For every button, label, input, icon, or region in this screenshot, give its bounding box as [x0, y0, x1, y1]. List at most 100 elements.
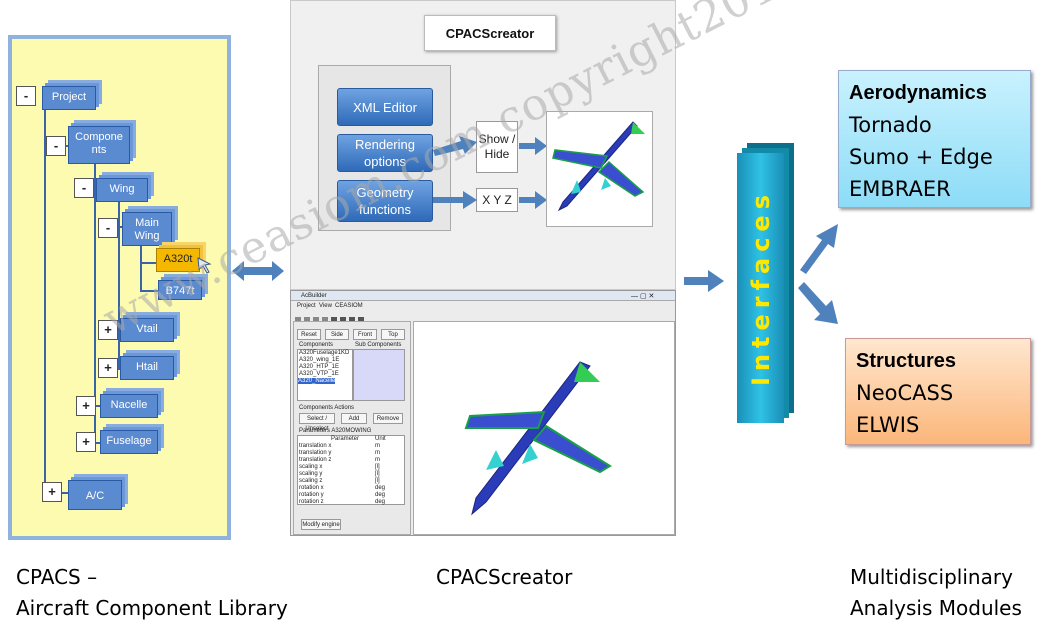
struct-item-elwis: ELWIS	[856, 413, 920, 437]
table-row: m	[375, 457, 380, 463]
fuselage-expand-toggle[interactable]: +	[76, 432, 96, 452]
tree-node-main-wing[interactable]: Main Wing	[122, 212, 172, 246]
caption-left-line1: CPACS –	[16, 565, 98, 589]
table-row: translation x	[299, 443, 332, 449]
table-row: rotation y	[299, 492, 324, 498]
list-item[interactable]: A320_VTP_1E	[299, 371, 339, 377]
select-unselect-button[interactable]: Select / Unselect	[299, 413, 335, 432]
aerodynamics-heading: Aerodynamics	[849, 82, 987, 104]
tree-line	[140, 290, 160, 292]
arrow-down-right-icon	[796, 282, 842, 328]
mouse-cursor-icon	[196, 256, 214, 274]
tree-line	[94, 160, 96, 445]
xml-editor-button[interactable]: XML Editor	[337, 88, 433, 126]
window-title: AcBuilder	[301, 293, 327, 299]
aircraft-render-icon	[552, 121, 645, 212]
menu-ceasiom[interactable]: CEASIOM	[335, 303, 363, 309]
aero-item-tornado: Tornado	[849, 113, 932, 137]
remove-button[interactable]: Remove	[373, 413, 403, 424]
components-collapse-toggle[interactable]: -	[46, 136, 66, 156]
interfaces-label-wrap: Interfaces	[737, 153, 784, 423]
sub-components-label: Sub Components	[355, 342, 402, 348]
arrow-right-icon	[519, 190, 547, 210]
htail-expand-toggle[interactable]: +	[98, 358, 118, 378]
geometry-functions-button[interactable]: Geometry functions	[337, 180, 433, 222]
structures-box: Structures NeoCASS ELWIS	[845, 338, 1031, 445]
xyz-box: X Y Z	[476, 188, 518, 212]
interfaces-bar	[737, 153, 784, 423]
table-row: scaling y	[299, 471, 323, 477]
add-button[interactable]: Add	[341, 413, 367, 424]
cpacscreator-title: CPACScreator	[424, 15, 556, 51]
caption-right: Multidisciplinary Analysis Modules	[850, 562, 1022, 624]
project-collapse-toggle[interactable]: -	[16, 86, 36, 106]
caption-left: CPACS – Aircraft Component Library	[16, 562, 288, 624]
show-hide-box: Show / Hide	[476, 121, 518, 173]
tree-node-ac[interactable]: A/C	[68, 480, 122, 510]
ac-expand-toggle[interactable]: +	[42, 482, 62, 502]
tree-node-htail[interactable]: Htail	[120, 356, 174, 380]
tree-node-wing[interactable]: Wing	[96, 178, 148, 202]
aircraft-3d-render-icon	[464, 361, 612, 516]
components-list[interactable]	[297, 349, 353, 401]
tree-node-b747t[interactable]: B747t	[158, 280, 202, 300]
tree-line	[140, 240, 142, 290]
vtail-expand-toggle[interactable]: +	[98, 320, 118, 340]
list-item[interactable]: A320_HTP_1E	[299, 364, 340, 370]
view-front-button[interactable]: Front	[353, 329, 377, 340]
table-row: rotation z	[299, 499, 324, 505]
interfaces-label: Interfaces	[746, 189, 775, 387]
caption-center: CPACScreator	[436, 565, 573, 589]
toolbar-icons[interactable]	[295, 311, 365, 323]
arrow-right-icon	[684, 270, 724, 292]
sub-components-list[interactable]	[353, 349, 405, 401]
structures-heading: Structures	[856, 350, 957, 372]
nacelle-expand-toggle[interactable]: +	[76, 396, 96, 416]
param-header-unit: Unit	[375, 436, 386, 442]
table-row: translation z	[299, 457, 332, 463]
rendering-options-button[interactable]: Rendering options	[337, 134, 433, 172]
tree-node-fuselage[interactable]: Fuselage	[100, 430, 158, 454]
view-top-button[interactable]: Top	[381, 329, 405, 340]
caption-right-line2: Analysis Modules	[850, 596, 1022, 620]
tree-node-a320t-selected[interactable]: A320t	[156, 248, 200, 272]
main-wing-collapse-toggle[interactable]: -	[98, 218, 118, 238]
menu-view[interactable]: View	[319, 303, 332, 309]
list-item-selected[interactable]: A320_Nacelle	[298, 378, 336, 384]
table-row: m	[375, 450, 380, 456]
tree-node-components[interactable]: Compone nts	[68, 126, 130, 164]
arrow-right-icon	[519, 136, 547, 156]
aero-item-embraer: EMBRAER	[849, 177, 951, 201]
window-controls-icon[interactable]: — ▢ ✕	[631, 293, 655, 300]
bidirectional-arrow-icon	[232, 260, 284, 282]
parameters-label: Parameters A320MOWING	[299, 428, 372, 434]
arrow-up-right-icon	[796, 222, 840, 274]
view-side-button[interactable]: Side	[325, 329, 349, 340]
aerodynamics-box: Aerodynamics Tornado Sumo + Edge EMBRAER	[838, 70, 1031, 208]
tree-line	[140, 262, 160, 264]
caption-left-line2: Aircraft Component Library	[16, 596, 288, 620]
struct-item-neocass: NeoCASS	[856, 381, 954, 405]
components-actions-label: Components Actions	[299, 405, 355, 411]
aero-item-sumo-edge: Sumo + Edge	[849, 145, 993, 169]
table-row: deg	[375, 492, 386, 498]
table-row: m	[375, 443, 380, 449]
wing-collapse-toggle[interactable]: -	[74, 178, 94, 198]
table-row: scaling z	[299, 478, 323, 484]
table-row: deg	[375, 499, 386, 505]
tree-node-vtail[interactable]: Vtail	[120, 318, 174, 342]
list-item[interactable]: A320Fuselage1KD	[299, 350, 350, 356]
window-titlebar	[291, 291, 675, 301]
tree-node-nacelle[interactable]: Nacelle	[100, 394, 158, 418]
caption-right-line1: Multidisciplinary	[850, 565, 1013, 589]
tree-node-project[interactable]: Project	[42, 86, 96, 110]
table-row: scaling x	[299, 464, 323, 470]
view-reset-button[interactable]: Reset	[297, 329, 321, 340]
menu-project[interactable]: Project	[297, 303, 316, 309]
3d-viewport[interactable]	[413, 321, 675, 535]
table-row: rotation x	[299, 485, 324, 491]
tree-line	[44, 107, 46, 497]
list-item[interactable]: A320_wing_1E	[299, 357, 340, 363]
parameters-table[interactable]	[297, 435, 405, 505]
modify-engine-button[interactable]: Modify engine	[301, 519, 341, 530]
